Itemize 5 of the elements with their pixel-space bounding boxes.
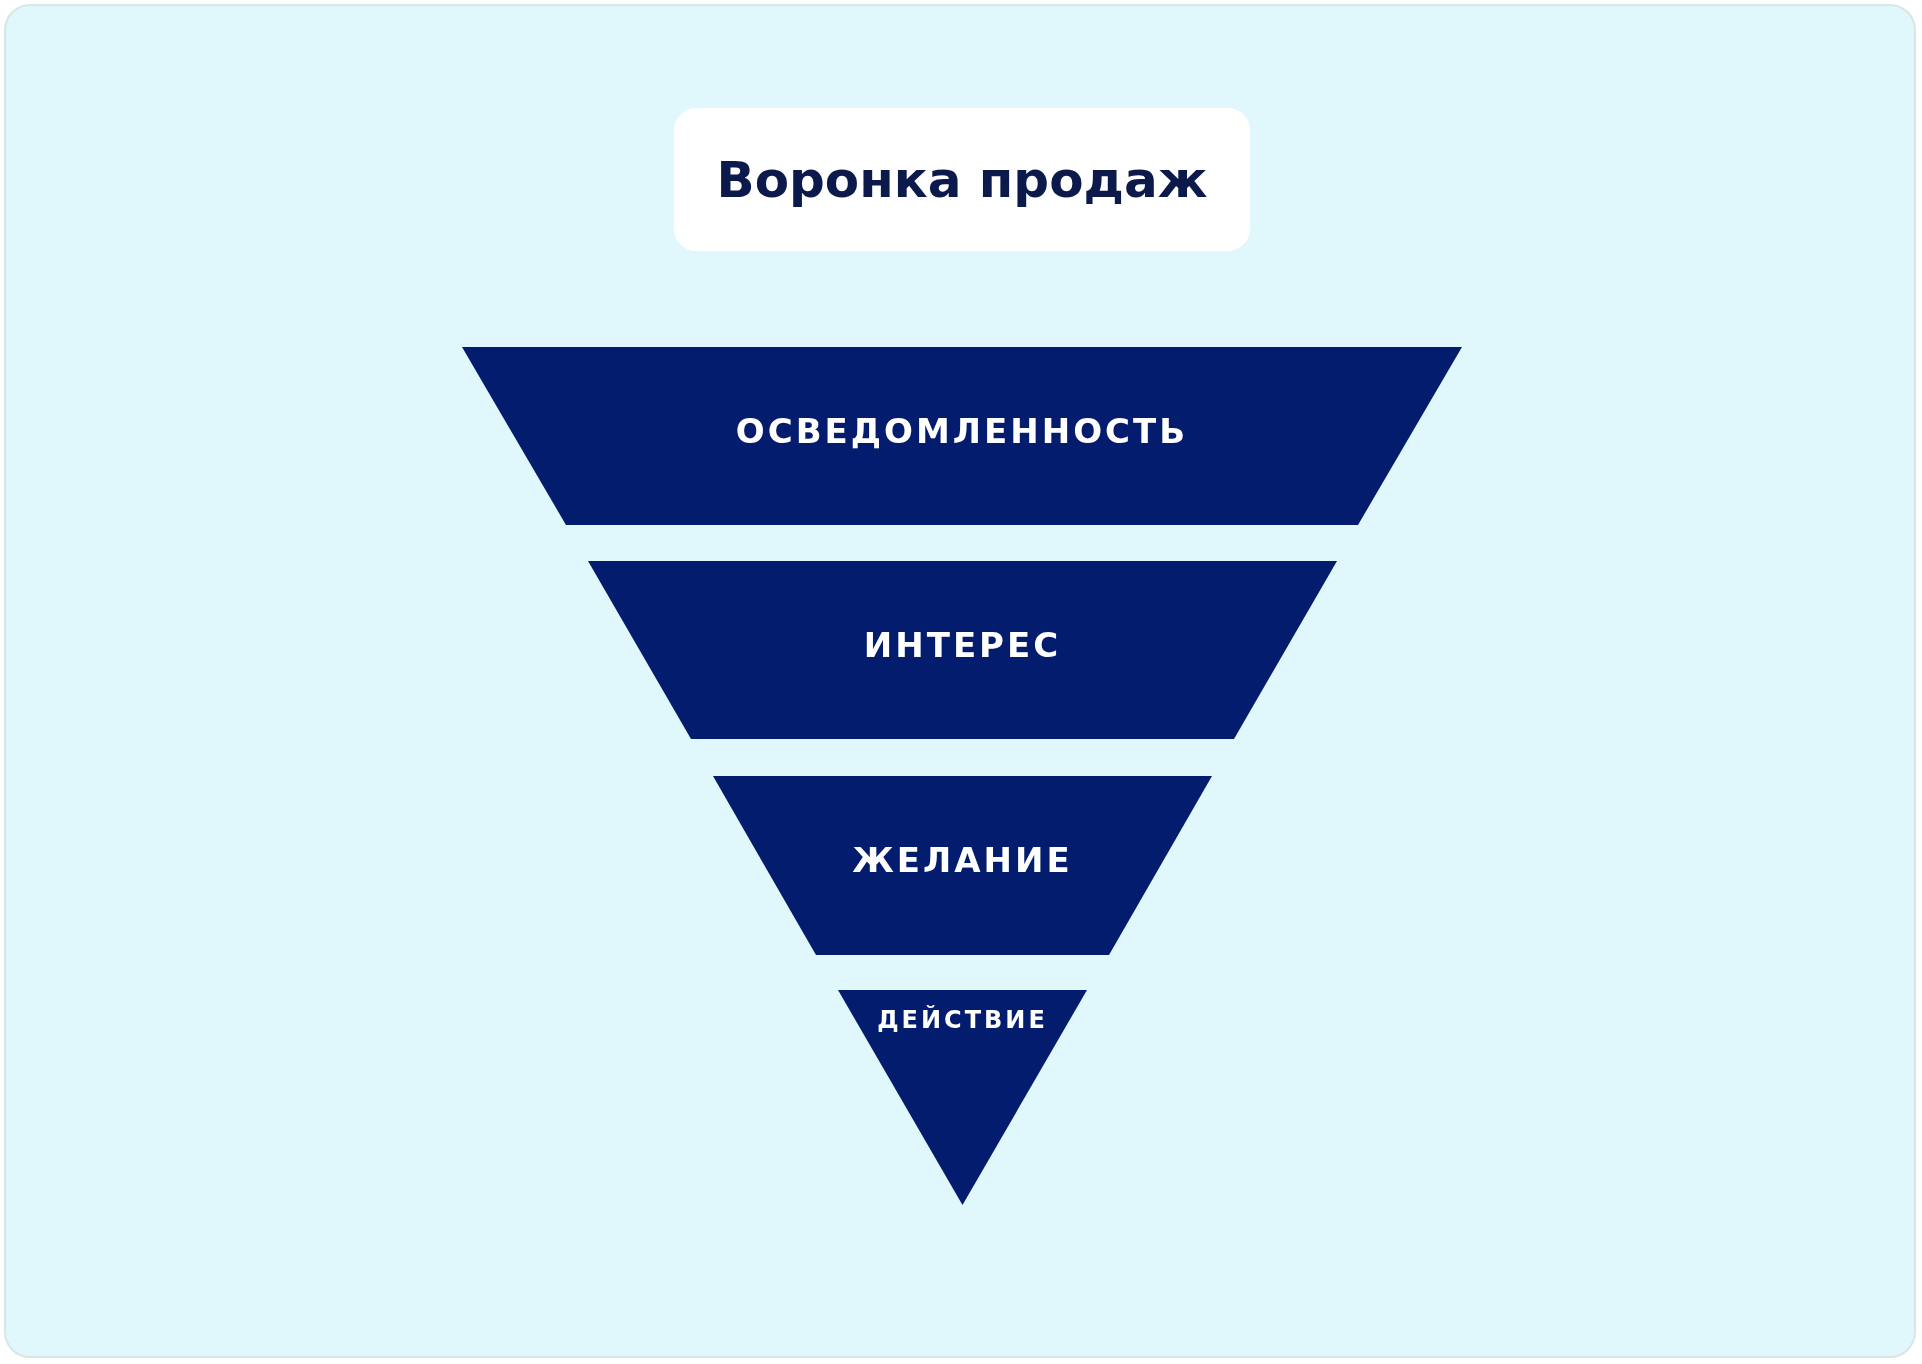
stage-label: ДЕЙСТВИЕ [876,1006,1049,1034]
stage-label: ОСВЕДОМЛЕННОСТЬ [734,411,1190,451]
stage-label: ИНТЕРЕС [862,625,1063,665]
title: Воронка продаж [674,108,1250,251]
stage-label: ЖЕЛАНИЕ [851,840,1074,880]
